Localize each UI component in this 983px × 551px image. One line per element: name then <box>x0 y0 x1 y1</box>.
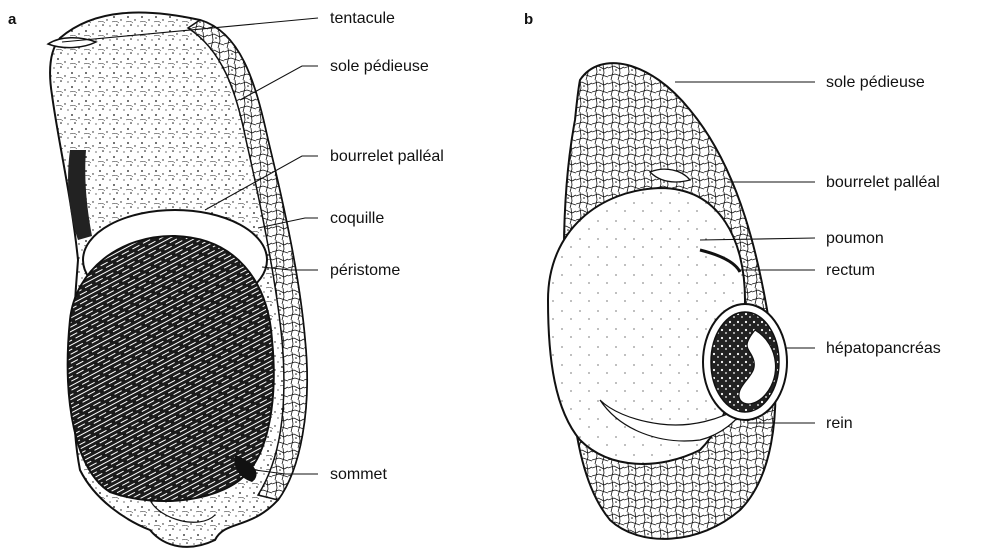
snail-b-drawing <box>548 63 787 539</box>
label-sommet: sommet <box>330 467 387 483</box>
label-tentacule: tentacule <box>330 11 395 27</box>
label-bourrelet-palleal-a: bourrelet palléal <box>330 149 444 165</box>
label-poumon: poumon <box>826 231 884 247</box>
label-rein: rein <box>826 416 853 432</box>
label-rectum: rectum <box>826 263 875 279</box>
label-sole-pedieuse-a: sole pédieuse <box>330 59 429 75</box>
label-coquille: coquille <box>330 211 384 227</box>
label-sole-pedieuse-b: sole pédieuse <box>826 75 925 91</box>
snail-a-drawing <box>48 13 307 547</box>
panel-letter-b: b <box>524 12 533 27</box>
label-peristome: péristome <box>330 263 400 279</box>
label-bourrelet-palleal-b: bourrelet palléal <box>826 175 940 191</box>
panel-letter-a: a <box>8 12 16 27</box>
label-hepatopancreas: hépatopancréas <box>826 341 941 357</box>
